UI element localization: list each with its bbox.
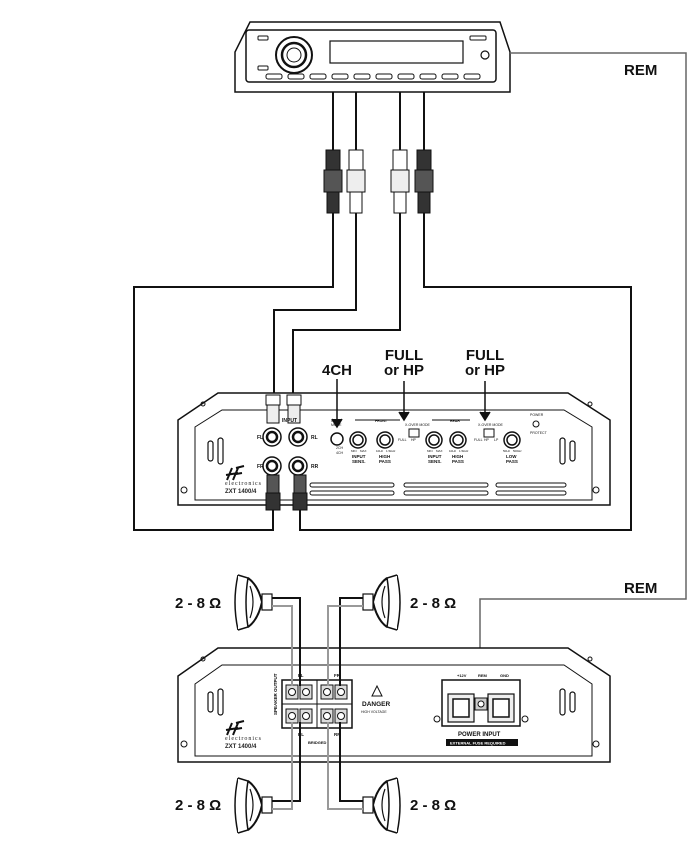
high-voltage-label: HIGH VOLTAGE <box>361 710 387 714</box>
speaker-bottom-left <box>234 777 273 834</box>
power-label: POWER <box>530 413 544 417</box>
speaker-top-right <box>362 574 401 631</box>
amp-rca-plugs <box>265 394 308 511</box>
rear-full-label: FULL <box>474 438 483 442</box>
rca-plug-white-left <box>346 149 366 214</box>
rear-hp-min: 10Hz <box>449 449 457 453</box>
top-amp-model: ZXT 1400/4 <box>225 489 257 495</box>
label-full-hp-front: FULL or HP <box>383 347 424 379</box>
front-input-sens-knob <box>349 431 367 449</box>
protect-label: PROTECT <box>530 431 548 435</box>
bottom-amp-model: ZXT 1400/4 <box>225 744 257 750</box>
gnd-label: GND <box>500 673 509 678</box>
front-hp-min: 10Hz <box>376 449 384 453</box>
input-mode-switch <box>330 432 344 446</box>
rem-label-top: REM <box>624 62 658 79</box>
term-rl-label: RL <box>298 732 304 737</box>
front-hp-label: HP <box>411 438 417 442</box>
label-full-hp-rear: FULL or HP <box>464 347 505 379</box>
rear-high-pass-knob <box>449 431 467 449</box>
rear-input-sens-knob <box>425 431 443 449</box>
top-amp-logo <box>225 465 245 481</box>
front-hp-max: 1.5kHz <box>386 449 396 453</box>
ohm-label-bottom-right: 2 - 8 Ω <box>410 797 457 814</box>
rca-plug-black-left <box>323 149 343 214</box>
fuse-warning-banner <box>446 739 518 746</box>
power-led <box>532 420 540 428</box>
front-sens-max: MAX <box>360 449 367 453</box>
bottom-amp-brand: electronics <box>225 736 262 742</box>
label-4ch: 4CH <box>321 362 352 379</box>
rear-sens-min: MIN <box>427 449 433 453</box>
input-mode-4ch: 4CH <box>336 451 343 455</box>
term-fr-label: FR <box>334 673 341 678</box>
ohm-label-top-right: 2 - 8 Ω <box>410 595 457 612</box>
front-xover-label: X-OVER MODE <box>405 423 431 427</box>
rca-jack-rl <box>288 427 308 447</box>
front-section-label: FRONT <box>375 419 388 423</box>
bridged-label: BRIDGED <box>308 740 327 745</box>
term-rr-label: RR <box>334 732 341 737</box>
head-unit-display <box>329 40 464 64</box>
danger-label: DANGER <box>362 701 390 708</box>
rear-xover-label: X-OVER MODE <box>478 423 504 427</box>
speaker-bottom-right <box>362 777 401 834</box>
rca-plug-black-right <box>414 149 434 214</box>
rem-terminal-label: REM <box>478 673 488 678</box>
speaker-wires <box>272 597 363 810</box>
rca-plug-white-right <box>390 149 410 214</box>
rear-xover-switch <box>483 428 495 438</box>
speaker-output-label: SPEAKER OUTPUT <box>273 673 278 715</box>
rca-input-label: INPUT <box>282 418 297 424</box>
rear-sens-max: MAX <box>436 449 443 453</box>
rear-lp-label: LP <box>494 438 499 442</box>
rca-jack-fl <box>262 427 282 447</box>
top-amp-brand: electronics <box>225 481 262 487</box>
bottom-amplifier <box>177 647 611 763</box>
rca-rr-label: RR <box>311 464 319 470</box>
rem-wire <box>479 52 687 698</box>
rem-label-bottom: REM <box>624 580 658 597</box>
front-xover-switch <box>408 428 420 438</box>
ohm-label-bottom-left: 2 - 8 Ω <box>175 797 222 814</box>
front-sens-min: MIN <box>351 449 357 453</box>
rear-lp-max: 500Hz <box>513 449 522 453</box>
rca-cables <box>133 92 632 531</box>
bottom-amp-labels: SPEAKER OUTPUT FL FR RL RR BRIDGED DANGE… <box>273 673 509 746</box>
rear-hp-label: HP <box>484 438 490 442</box>
head-unit <box>234 21 511 93</box>
power-input-label: POWER INPUT <box>458 732 501 738</box>
front-full-label: FULL <box>398 438 407 442</box>
bottom-amp-logo <box>225 720 245 736</box>
plus12v-label: +12V <box>457 673 467 678</box>
front-high-pass-knob <box>376 431 394 449</box>
rear-section-label: REAR <box>450 419 460 423</box>
top-amplifier <box>177 392 611 506</box>
rca-fr-label: FR <box>257 464 264 470</box>
rear-low-pass-knob <box>503 431 521 449</box>
volume-knob <box>275 36 313 74</box>
ohm-label-top-left: 2 - 8 Ω <box>175 595 222 612</box>
danger-warning-icon <box>371 684 383 697</box>
fuse-label: EXTERNAL FUSE REQUIRED <box>450 741 506 746</box>
rca-fl-label: FL <box>257 435 263 441</box>
callout-arrows <box>331 379 491 429</box>
power-terminal-block <box>441 679 521 727</box>
speaker-top-left <box>234 574 273 631</box>
rca-rl-label: RL <box>311 435 318 441</box>
input-mode-2ch: 2CH <box>336 446 343 450</box>
rear-hp-max: 1.5kHz <box>459 449 469 453</box>
rear-lp-min: 50Hz <box>503 449 511 453</box>
